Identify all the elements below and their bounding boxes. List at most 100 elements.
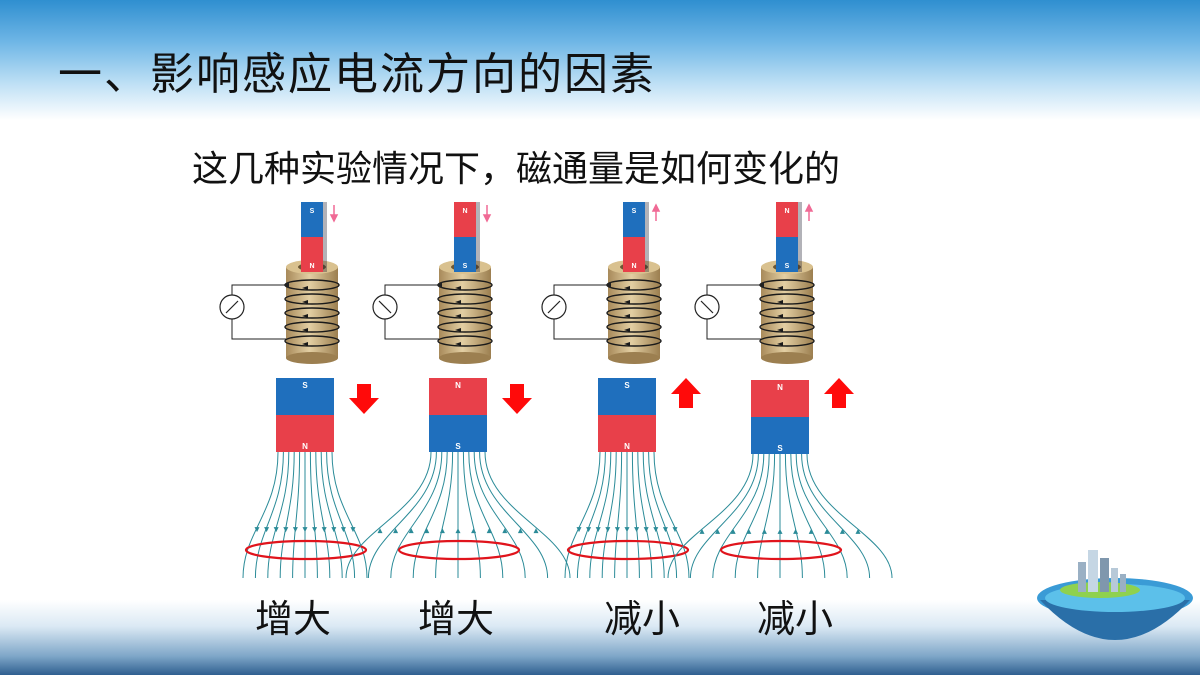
coil-winding <box>284 335 340 347</box>
field-line <box>254 451 284 579</box>
field-line <box>484 451 571 579</box>
field-line <box>564 451 601 579</box>
field-arrow-icon <box>424 528 430 534</box>
motion-down-arrow-icon <box>502 384 532 414</box>
field-arrow-icon <box>730 528 736 534</box>
coil-winding <box>759 335 815 347</box>
small-magnet-bottom-label: N <box>309 263 314 270</box>
small-magnet-top-label: S <box>310 208 315 215</box>
field-arrow-icon <box>377 528 383 534</box>
field-line <box>806 453 893 579</box>
field-line <box>242 451 279 579</box>
field-line <box>576 451 606 579</box>
coil-winding <box>606 307 662 319</box>
small-magnet-bottom-label: S <box>785 263 790 270</box>
field-arrow-icon <box>586 527 592 533</box>
coil-body <box>761 267 813 358</box>
small-magnet-bottom <box>301 237 323 272</box>
field-arrow-icon <box>634 527 640 533</box>
field-arrow-icon <box>605 527 611 533</box>
field-arrow-icon <box>839 528 845 534</box>
flux-change-label: 减小 <box>757 597 834 641</box>
winding-arrow-icon <box>302 286 308 290</box>
field-line <box>784 453 803 579</box>
small-down-arrow-icon <box>482 205 492 223</box>
field-line <box>479 451 549 579</box>
field-arrow-icon <box>486 528 492 534</box>
field-arrow-icon <box>662 527 668 533</box>
winding-arrow-icon <box>777 342 783 346</box>
coil-body <box>286 267 338 358</box>
field-arrow-icon <box>699 528 705 534</box>
coil-winding <box>284 307 340 319</box>
globe-city-decoration-icon <box>1037 550 1193 640</box>
small-magnet-top <box>454 202 476 237</box>
coil-base <box>761 352 813 364</box>
small-magnet-side <box>798 202 802 272</box>
motion-up-arrow-icon <box>671 378 701 408</box>
conducting-loop <box>244 539 368 561</box>
field-line <box>435 451 454 579</box>
small-up-arrow-icon <box>804 203 814 221</box>
large-magnet-top <box>429 378 487 415</box>
field-arrow-icon <box>855 528 861 534</box>
field-line <box>473 451 526 579</box>
field-arrow-icon <box>576 527 582 533</box>
small-magnet-side <box>645 202 649 272</box>
large-magnet-bottom <box>598 415 656 452</box>
small-magnet-top <box>301 202 323 237</box>
small-up-arrow-icon <box>651 203 661 221</box>
coil-winding <box>437 307 493 319</box>
large-magnet-top-label: S <box>302 381 308 390</box>
field-line <box>637 451 653 579</box>
field-line <box>331 451 368 579</box>
field-line <box>601 451 617 579</box>
coil-base <box>439 352 491 364</box>
field-arrow-icon <box>292 527 298 533</box>
field-arrow-icon <box>595 527 601 533</box>
slide-title: 一、影响感应电流方向的因素 <box>58 49 656 100</box>
large-magnet-top-label: N <box>777 383 783 392</box>
coil-base <box>608 352 660 364</box>
large-magnet-bottom <box>276 415 334 452</box>
field-line <box>734 453 770 579</box>
circuit-wire-top <box>553 282 611 295</box>
field-arrow-icon <box>273 527 279 533</box>
field-arrow-icon <box>312 527 318 533</box>
field-line <box>801 453 871 579</box>
circuit-wire-top <box>384 282 442 295</box>
circuit-wire-top <box>231 282 289 295</box>
coil-winding <box>437 293 493 305</box>
large-magnet-bottom-label: N <box>624 442 630 451</box>
field-arrow-icon <box>746 528 752 534</box>
field-line <box>292 451 301 579</box>
circuit-wire-bottom <box>553 319 608 340</box>
small-down-arrow-icon <box>329 205 339 223</box>
field-line <box>653 451 690 579</box>
field-arrow-icon <box>502 528 508 534</box>
field-line <box>589 451 612 579</box>
field-line <box>631 451 640 579</box>
winding-arrow-icon <box>777 300 783 304</box>
large-magnet-bottom <box>429 415 487 452</box>
winding-arrow-icon <box>624 300 630 304</box>
field-arrow-icon <box>321 527 327 533</box>
coil-winding <box>284 293 340 305</box>
coil-body <box>439 267 491 358</box>
field-arrow-icon <box>471 528 477 534</box>
coil-winding <box>759 293 815 305</box>
winding-arrow-icon <box>302 342 308 346</box>
small-magnet-top-label: S <box>632 208 637 215</box>
circuit-wire-bottom <box>384 319 439 340</box>
small-magnet-top-label: N <box>784 208 789 215</box>
winding-arrow-icon <box>302 328 308 332</box>
field-line <box>468 451 504 579</box>
field-arrow-icon <box>653 527 659 533</box>
small-magnet-bottom-label: N <box>631 263 636 270</box>
coil-winding <box>437 321 493 333</box>
field-arrow-icon <box>624 527 630 533</box>
small-magnet-top-label: N <box>462 208 467 215</box>
field-arrow-icon <box>777 528 783 534</box>
